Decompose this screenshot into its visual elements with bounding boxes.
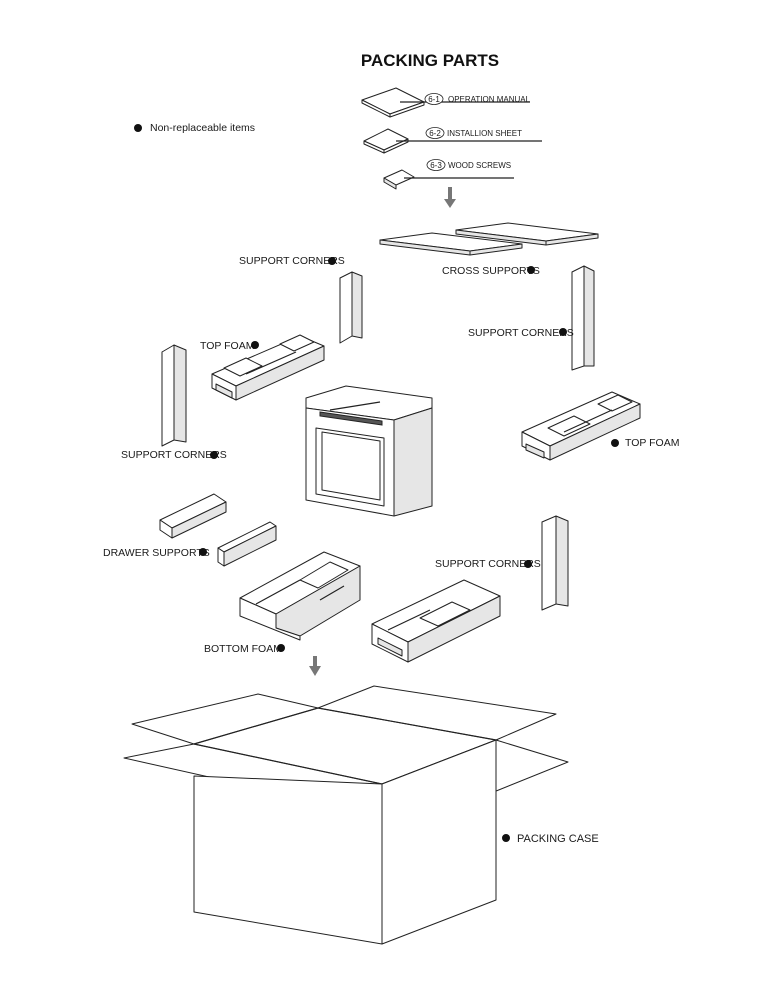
cross-supports-part xyxy=(379,222,599,256)
label-support-corners-left: SUPPORT CORNERS xyxy=(121,449,227,461)
down-arrow-icon xyxy=(309,656,321,676)
bullet-icon xyxy=(611,439,619,447)
label-cross-supports: CROSS SUPPORTS xyxy=(442,265,540,277)
oven-product xyxy=(305,385,433,517)
bullet-icon xyxy=(328,257,336,265)
bullet-icon xyxy=(524,560,532,568)
label-support-corners-lower: SUPPORT CORNERS xyxy=(435,558,541,570)
part-label-installation-sheet: INSTALLION SHEET xyxy=(447,129,522,138)
support-corner-part xyxy=(571,265,595,371)
drawer-supports-part xyxy=(159,493,277,567)
part-code-6-3: 6-3 xyxy=(430,161,442,170)
label-packing-case: PACKING CASE xyxy=(517,833,599,845)
operation-manual-part: 6-1 OPERATION MANUAL xyxy=(361,87,531,118)
bottom-foam-right-part xyxy=(371,579,501,663)
support-corner-part xyxy=(161,344,187,447)
part-code-6-2: 6-2 xyxy=(429,129,441,138)
bullet-icon xyxy=(199,548,207,556)
label-top-foam-right: TOP FOAM xyxy=(625,437,679,449)
support-corner-part xyxy=(339,271,363,344)
bullet-icon xyxy=(277,644,285,652)
bullet-icon xyxy=(559,328,567,336)
bullet-icon xyxy=(210,451,218,459)
down-arrow-icon xyxy=(444,187,456,208)
bullet-icon xyxy=(502,834,510,842)
part-label-wood-screws: WOOD SCREWS xyxy=(448,161,511,170)
top-foam-right-part xyxy=(521,391,641,461)
top-foam-left-part xyxy=(211,334,325,401)
packing-case-part xyxy=(123,685,569,945)
installation-sheet-part: 6-2 INSTALLION SHEET xyxy=(363,127,542,154)
support-corner-part xyxy=(541,515,569,611)
part-label-operation-manual: OPERATION MANUAL xyxy=(448,95,531,104)
wood-screws-part: 6-3 WOOD SCREWS xyxy=(383,159,514,190)
part-code-6-1: 6-1 xyxy=(428,95,440,104)
label-support-corners-top: SUPPORT CORNERS xyxy=(239,255,345,267)
label-drawer-supports: DRAWER SUPPORTS xyxy=(103,547,210,559)
label-top-foam-left: TOP FOAM xyxy=(200,340,254,352)
legend-label: Non-replaceable items xyxy=(150,122,255,134)
page-title: PACKING PARTS xyxy=(361,51,499,70)
bullet-icon xyxy=(134,124,142,132)
bullet-icon xyxy=(527,266,535,274)
label-bottom-foam: BOTTOM FOAM xyxy=(204,643,282,655)
bullet-icon xyxy=(251,341,259,349)
bottom-foam-left-part xyxy=(239,551,361,641)
label-support-corners-right: SUPPORT CORNERS xyxy=(468,327,574,339)
